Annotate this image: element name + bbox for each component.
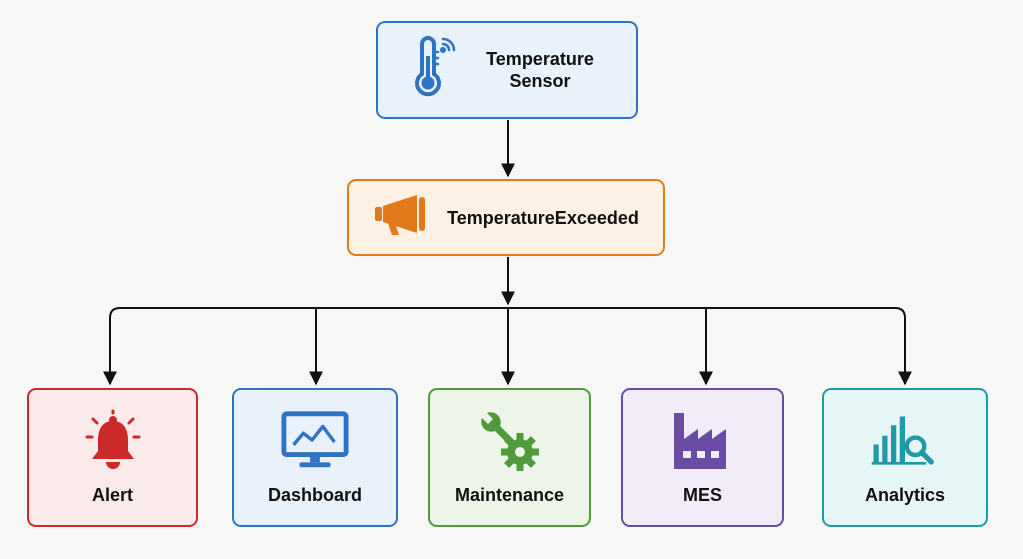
event-label: TemperatureExceeded [447,207,639,228]
consumer-label: MES [682,485,722,505]
mes-node: MES [621,388,784,527]
bar-chart-search-icon [870,408,940,474]
analytics-node: Analytics [822,388,988,527]
monitor-chart-icon [280,408,350,474]
thermometer-wifi-icon [409,35,461,105]
bell-icon [78,408,148,474]
consumer-label: Alert [91,485,133,505]
alert-node: Alert [27,388,198,527]
temperature-sensor-node: Temperature Sensor [376,21,638,119]
consumer-label: Analytics [864,485,946,505]
factory-icon [668,408,738,474]
consumer-label: Dashboard [267,485,363,505]
megaphone-icon [373,193,431,242]
maintenance-node: Maintenance [428,388,591,527]
dashboard-node: Dashboard [232,388,398,527]
consumer-label: Maintenance [454,485,565,505]
sensor-label: Temperature Sensor [486,49,594,91]
temperature-exceeded-event-node: TemperatureExceeded [347,179,665,256]
wrench-gear-icon [475,408,545,474]
